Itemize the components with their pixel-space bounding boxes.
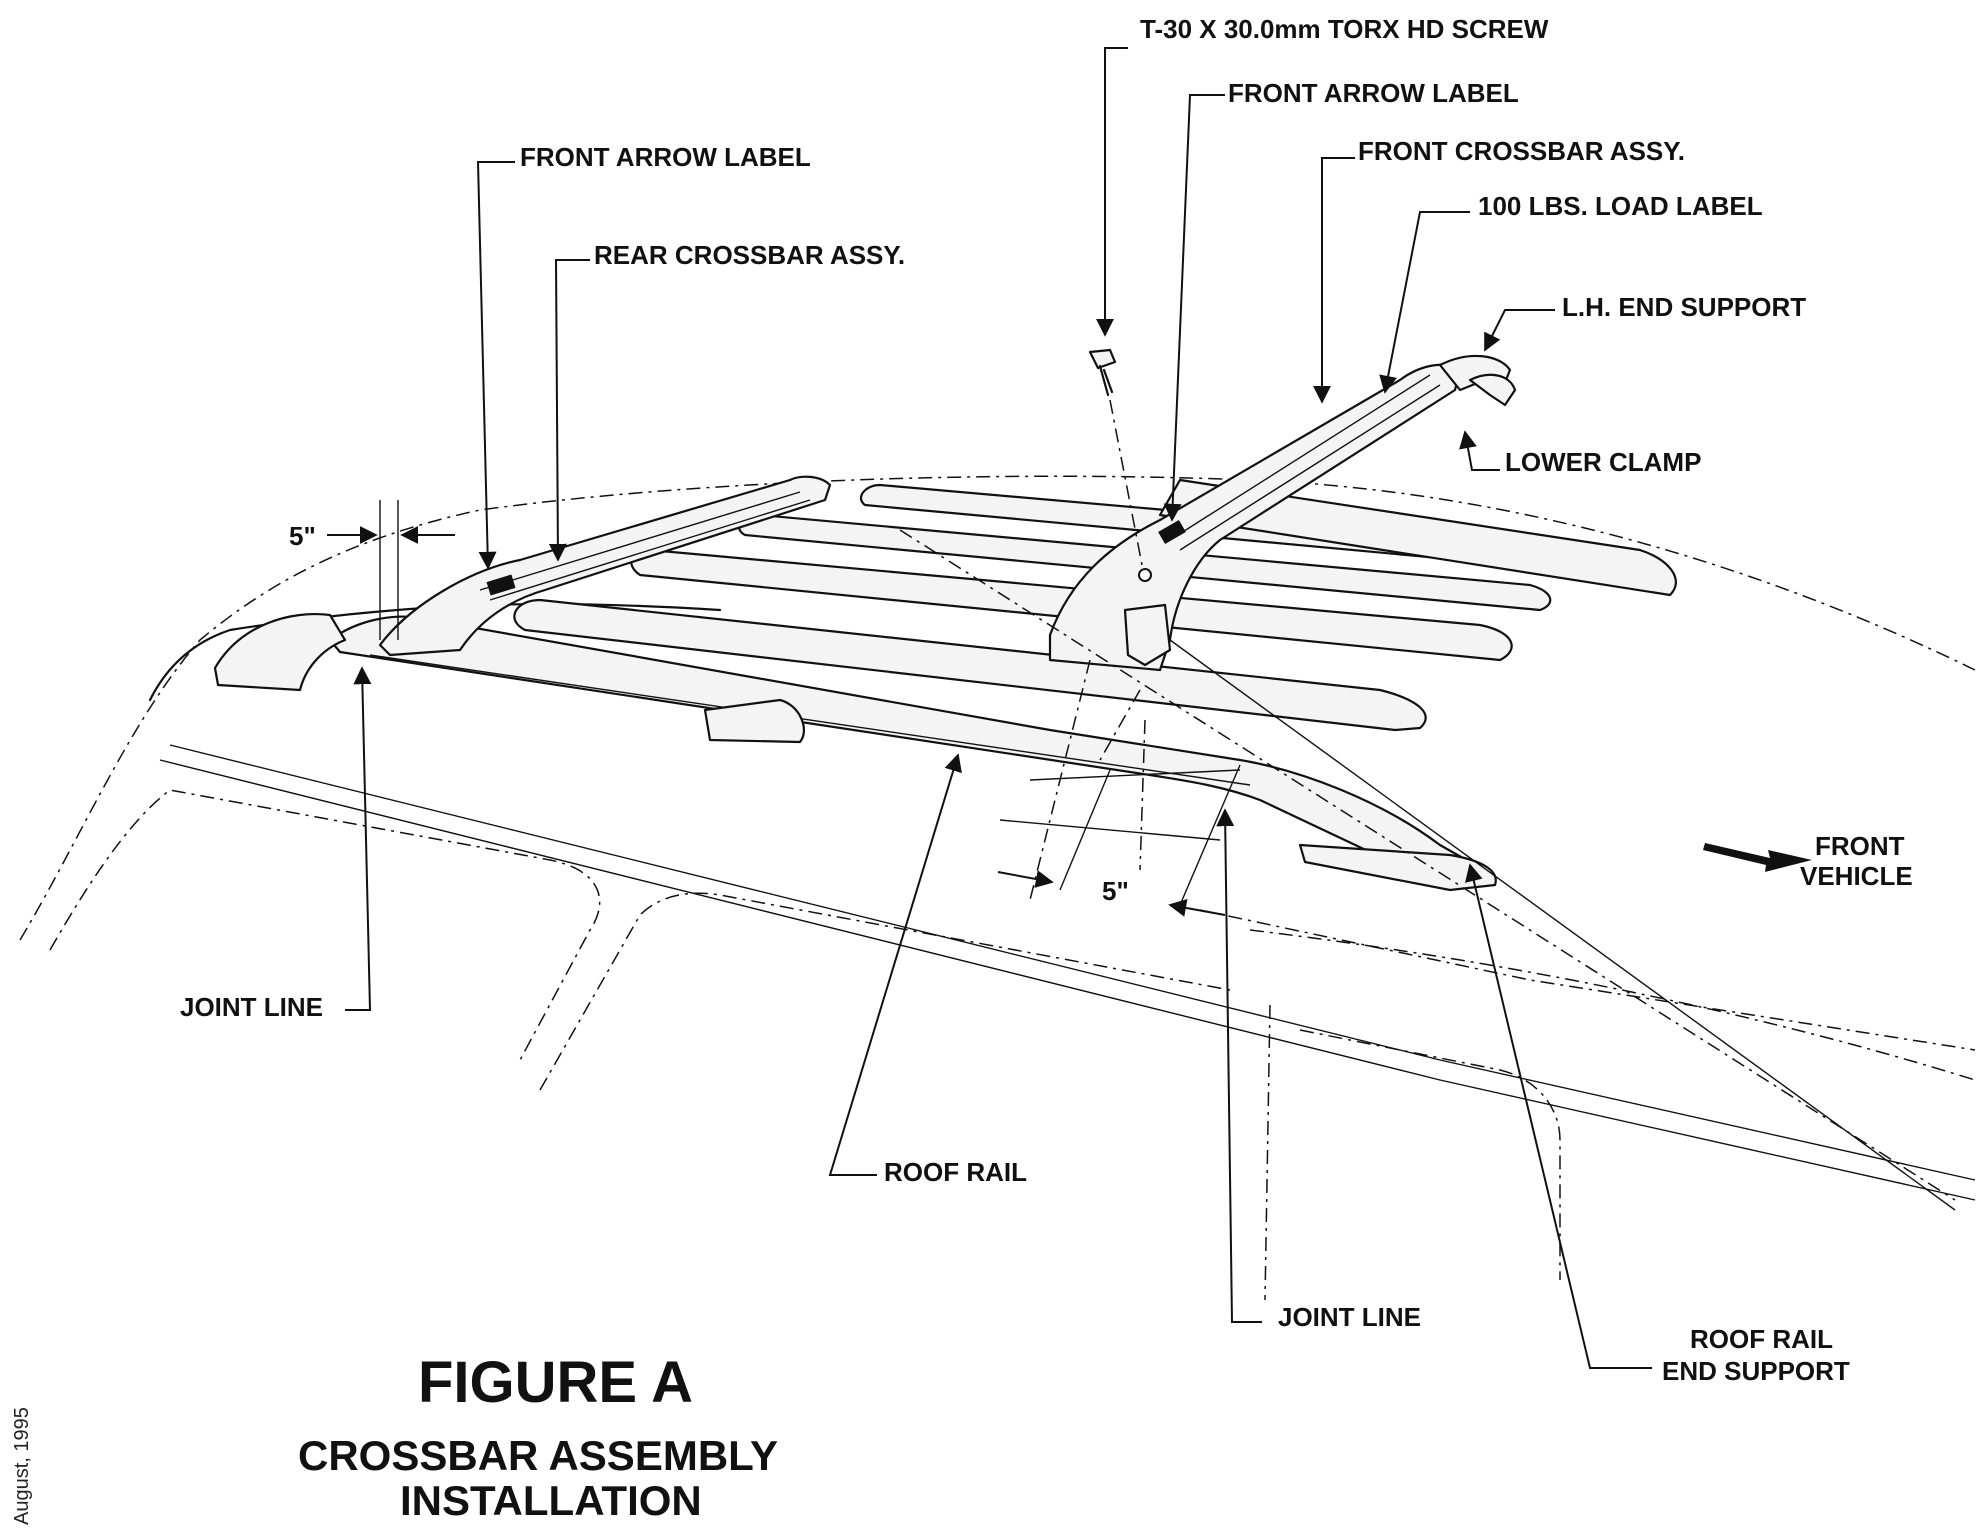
figure-title: FIGURE A (418, 1350, 693, 1415)
label-front-vehicle-2: VEHICLE (1800, 861, 1913, 891)
label-rear-crossbar: REAR CROSSBAR ASSY. (594, 240, 905, 270)
rear-crossbar (378, 475, 832, 657)
figure-subtitle-2: INSTALLATION (400, 1477, 702, 1524)
label-load-label: 100 LBS. LOAD LABEL (1478, 191, 1763, 221)
callout-labels: T-30 X 30.0mm TORX HD SCREW FRONT ARROW … (180, 14, 1913, 1386)
torx-screw (1088, 348, 1144, 571)
alignment-lines (379, 500, 1956, 1211)
label-lower-clamp: LOWER CLAMP (1505, 447, 1701, 477)
label-roof-rail-end-1: ROOF RAIL (1690, 1324, 1833, 1354)
label-torx-screw: T-30 X 30.0mm TORX HD SCREW (1140, 14, 1549, 44)
front-direction-arrow-icon (1703, 843, 1812, 872)
label-dimension-center: 5" (1102, 876, 1129, 906)
label-lh-end-support: L.H. END SUPPORT (1562, 292, 1806, 322)
label-front-crossbar: FRONT CROSSBAR ASSY. (1358, 136, 1685, 166)
label-roof-rail-end-2: END SUPPORT (1662, 1356, 1850, 1386)
figure-subtitle-1: CROSSBAR ASSEMBLY (298, 1432, 778, 1479)
leader-lines (327, 47, 1812, 1369)
label-roof-rail: ROOF RAIL (884, 1157, 1027, 1187)
document-date: August, 1995 (11, 1407, 33, 1525)
label-front-arrow-right: FRONT ARROW LABEL (1228, 78, 1519, 108)
front-crossbar (1048, 354, 1517, 672)
label-front-vehicle-1: FRONT (1815, 831, 1905, 861)
figure-title-block: FIGURE A CROSSBAR ASSEMBLY INSTALLATION (298, 1350, 778, 1524)
label-front-arrow-left: FRONT ARROW LABEL (520, 142, 811, 172)
label-joint-line-right: JOINT LINE (1278, 1302, 1421, 1332)
label-dimension-left: 5" (289, 521, 316, 551)
label-joint-line-left: JOINT LINE (180, 992, 323, 1022)
vehicle-body (19, 475, 1976, 1301)
